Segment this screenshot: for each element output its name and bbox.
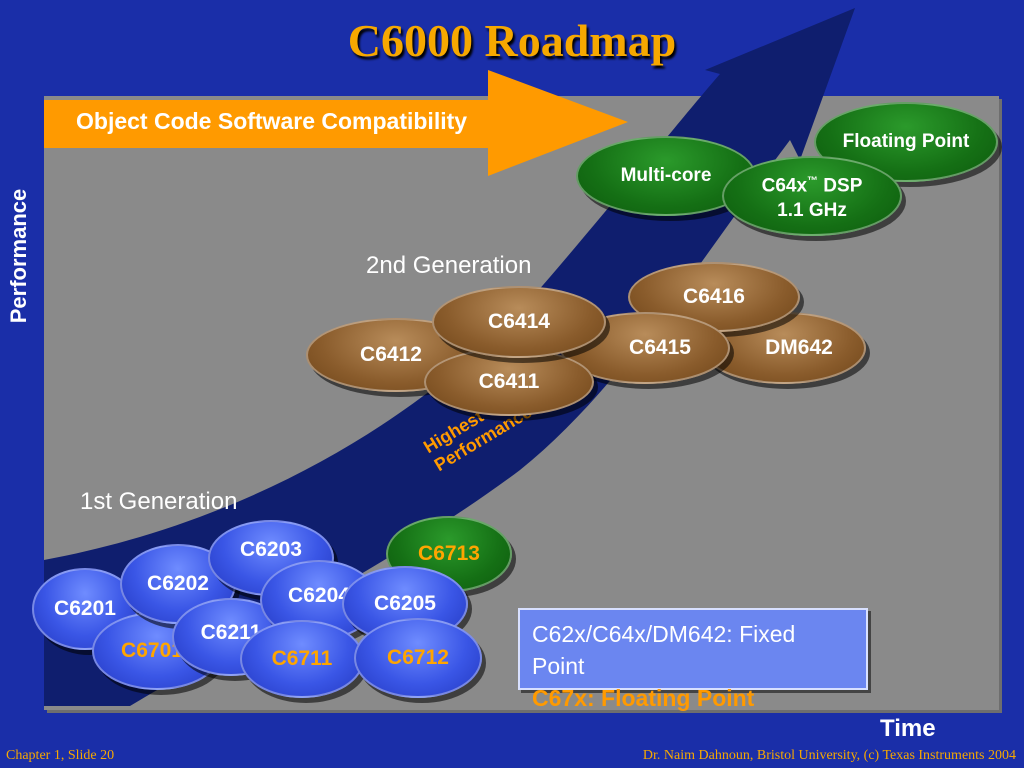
c64x-freq-label: 1.1 GHz [777, 199, 847, 221]
footer-slide-number: Chapter 1, Slide 20 [6, 748, 115, 763]
second-generation-label: 2nd Generation [366, 252, 532, 279]
c6712-label: C6712 [387, 646, 449, 669]
c6713-label: C6713 [418, 542, 480, 565]
c6415-label: C6415 [629, 336, 691, 359]
c6205-label: C6205 [374, 592, 436, 615]
c6712-bubble: C6712 [354, 618, 482, 698]
c6416-label: C6416 [683, 285, 745, 308]
dm642-label: DM642 [765, 336, 833, 359]
c6701-label: C6701 [121, 639, 183, 662]
floating-point-bubble: Floating Point [814, 102, 998, 182]
multi-core-label: Multi-core [620, 165, 712, 186]
c6411-bubble: C6411 [424, 348, 594, 416]
c6711-label: C6711 [271, 647, 333, 670]
y-axis-label: Performance [6, 188, 31, 324]
legend-box: C62x/C64x/DM642: Fixed Point C67x: Float… [518, 608, 868, 711]
c6414-label: C6414 [488, 310, 550, 333]
x-axis-label: Time [880, 715, 936, 742]
footer-credit: Dr. Naim Dahnoun, Bristol University, (c… [642, 748, 1016, 763]
trademark-mark: ™ [807, 175, 819, 188]
c6414-bubble: C6414 [432, 286, 606, 358]
first-generation-label: 1st Generation [80, 488, 238, 515]
legend-floating-point: C67x: Floating Point [532, 685, 755, 711]
c64x-label: C64x [761, 175, 808, 197]
c64x-dsp-label: DSP [818, 175, 863, 197]
legend-fixed-point: C62x/C64x/DM642: Fixed Point [532, 621, 796, 679]
c6203-label: C6203 [240, 538, 302, 561]
c6201-label: C6201 [54, 597, 116, 620]
page-title: C6000 Roadmap [347, 15, 677, 66]
compatibility-banner-text: Object Code Software Compatibility [76, 108, 468, 134]
c6204-label: C6204 [288, 584, 350, 607]
c6411-label: C6411 [478, 370, 540, 393]
c6211-label: C6211 [200, 621, 262, 644]
c6711-bubble: C6711 [240, 620, 364, 698]
c64x-bubble: C64x™ DSP 1.1 GHz [722, 156, 902, 236]
c6412-label: C6412 [360, 343, 422, 366]
floating-point-label: Floating Point [842, 131, 970, 152]
c6202-label: C6202 [147, 572, 209, 595]
